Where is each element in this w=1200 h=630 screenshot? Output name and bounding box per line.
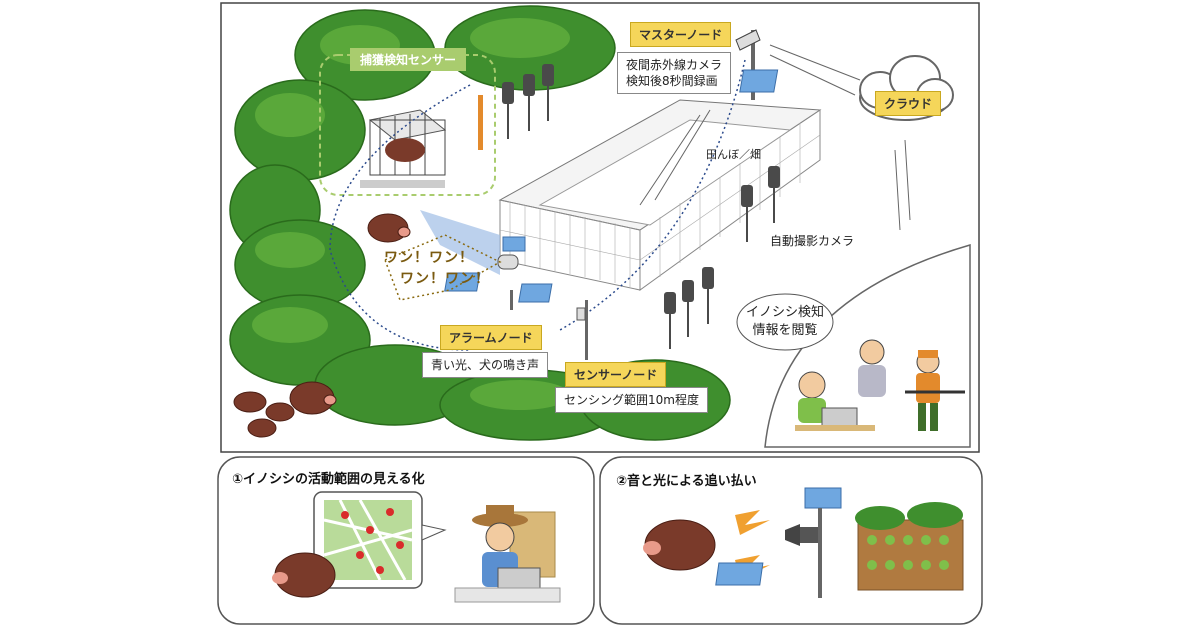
sound-dotted-area (384, 234, 502, 301)
master-node-desc: 夜間赤外線カメラ 検知後8秒間録画 (617, 52, 732, 94)
master-node-desc-line2: 検知後8秒間録画 (626, 74, 718, 88)
cloud-label: クラウド (875, 91, 942, 116)
auto-cameras (502, 64, 780, 349)
wireless-links (639, 44, 911, 231)
panel-right-boar (643, 519, 716, 571)
woof-text-line2: ワン！ワン！ (400, 271, 490, 287)
sensor-node-desc: センシング範囲10m程度 (555, 387, 708, 413)
viewer-bubble-text: イノシシ検知 情報を閲覧 (745, 304, 825, 340)
field-label: 田んぼ／畑 (706, 148, 761, 161)
master-node-label: マスターノード (630, 22, 732, 47)
viewer-bubble-line1: イノシシ検知 (745, 305, 824, 320)
map-bubble (313, 491, 447, 589)
panel-right-crop-field (855, 502, 964, 591)
viewer-bubble-line2: 情報を閲覧 (752, 323, 818, 338)
capture-sensor-pole (478, 95, 483, 150)
woof-text-line1: ワン！ワン！ (384, 250, 474, 266)
master-node-camera (735, 29, 779, 100)
capture-cage (360, 109, 447, 188)
alarm-node-desc: 青い光、犬の鳴き声 (422, 352, 549, 378)
alarm-node-label: アラームノード (440, 325, 542, 350)
panel-right-title: ②音と光による追い払い (616, 474, 757, 489)
auto-camera-label: 自動撮影カメラ (770, 234, 855, 248)
fence-field (498, 99, 822, 291)
panel-left-boar (272, 552, 336, 598)
viewer-speech-bubble (736, 293, 834, 351)
panel-left-farmer (454, 505, 561, 603)
sensor-node-label: センサーノード (565, 362, 667, 387)
boars (233, 213, 411, 438)
sensor-node (518, 283, 588, 360)
fence-mesh (499, 123, 821, 287)
panel-right-alarm-node (715, 487, 842, 598)
panel-left-title: ①イノシシの活動範囲の見える化 (232, 472, 425, 487)
network-dotted-path (329, 59, 746, 351)
capture-sensor-zone (319, 54, 496, 196)
viewer-people (795, 339, 965, 431)
master-node-desc-line1: 夜間赤外線カメラ (626, 58, 723, 72)
capture-sensor-label: 捕獲検知センサー (350, 48, 467, 71)
